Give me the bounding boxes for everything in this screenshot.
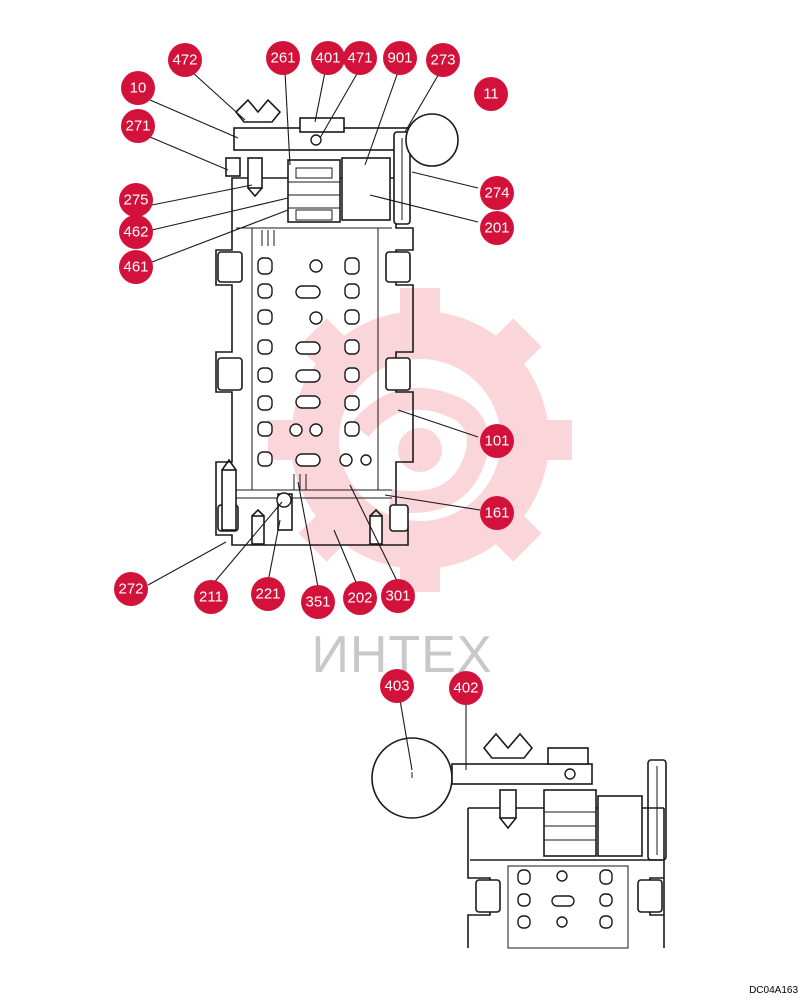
callout-label: 301 [385,588,410,605]
callout-301: 301 [381,579,415,613]
callout-401: 401 [311,41,345,75]
callout-271: 271 [121,109,155,143]
callout-label: 275 [123,192,148,209]
valve-assembly-secondary [371,732,667,949]
callout-label: 462 [123,224,148,241]
callout-label: 403 [384,678,409,695]
callout-label: 901 [387,50,412,67]
callout-label: 472 [172,52,197,69]
callout-label: 351 [305,594,330,611]
callout-461: 461 [119,250,153,284]
callout-label: 10 [130,80,147,97]
callout-101: 101 [480,424,514,458]
callout-211: 211 [194,580,228,614]
callout-label: 101 [484,433,509,450]
callout-label: 471 [347,50,372,67]
callout-label: 11 [483,86,499,103]
callout-272: 272 [114,572,148,606]
callout-472: 472 [168,43,202,77]
callout-label: 272 [118,581,143,598]
callout-label: 271 [125,118,150,135]
callout-label: 211 [199,589,223,606]
callout-261: 261 [266,41,300,75]
callout-274: 274 [480,176,514,210]
callout-label: 461 [123,259,148,276]
callout-label: 274 [484,185,509,202]
watermark-logo [268,288,572,592]
callout-221: 221 [251,577,285,611]
callout-label: 402 [453,680,478,697]
callout-label: 401 [315,50,340,67]
callout-901: 901 [383,41,417,75]
callout-201: 201 [480,211,514,245]
callout-label: 201 [484,220,509,237]
callout-10: 10 [121,71,155,105]
hole-pattern [257,257,372,467]
callout-351: 351 [301,585,335,619]
callout-471: 471 [343,41,377,75]
callout-403: 403 [380,669,414,703]
callout-462: 462 [119,215,153,249]
callout-202: 202 [343,581,377,615]
callout-label: 261 [270,50,295,67]
callout-402: 402 [449,671,483,705]
callout-275: 275 [119,183,153,217]
drawing-code: DC04A163 [749,985,798,996]
leader-lines [147,71,481,771]
callout-label: 202 [347,590,372,607]
callout-label: 161 [484,505,509,522]
callout-11: 11 [474,77,508,111]
callout-161: 161 [480,496,514,530]
callout-label: 221 [255,586,280,603]
callout-273: 273 [426,43,460,77]
callout-label: 273 [430,52,455,69]
valve-assembly-main [215,98,459,546]
